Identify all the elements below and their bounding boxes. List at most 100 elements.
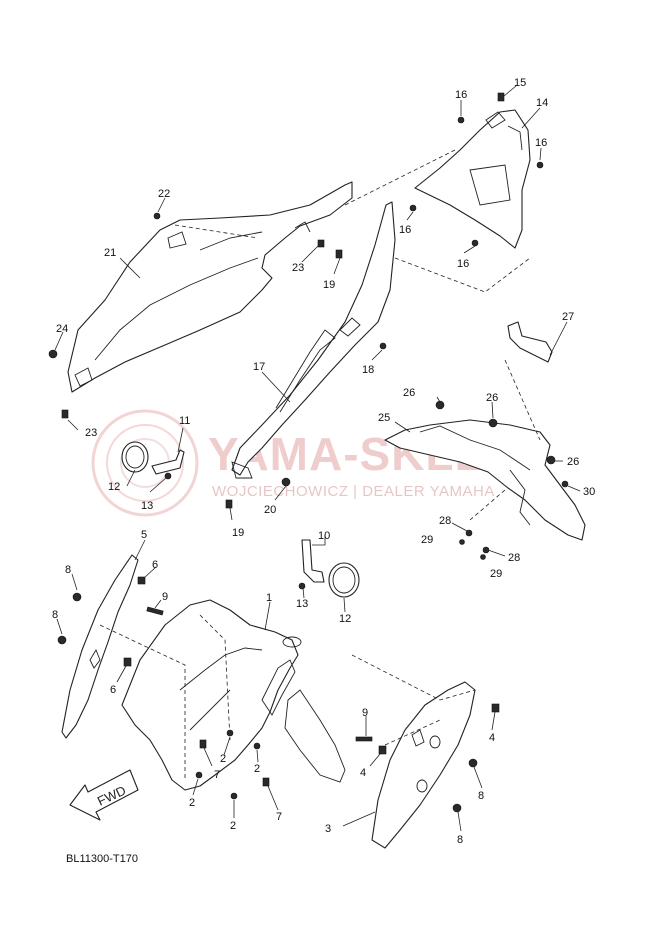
callout-27: 27: [562, 311, 574, 323]
callout-numbers: 1 2 2 2 2 3 4 4 5 6 6 7 7 8 8 8 8 9 9 10…: [52, 77, 595, 846]
part-25-rear-fender: [384, 419, 586, 541]
nut-4b: [378, 745, 387, 755]
callout-26: 26: [567, 456, 579, 468]
clip-7a: [199, 739, 207, 749]
bolt-9-right: [355, 736, 373, 742]
nut-4a: [491, 703, 500, 713]
callout-2: 2: [254, 763, 260, 775]
callout-29: 29: [421, 534, 433, 546]
bolt-16d: [471, 239, 479, 247]
bolt-8a: [72, 592, 82, 602]
washer-29b: [480, 554, 486, 560]
callout-7: 7: [276, 811, 282, 823]
bolt-8d: [452, 803, 462, 813]
callout-29: 29: [490, 568, 502, 580]
fwd-direction-arrow: FWD: [69, 769, 139, 821]
callout-11: 11: [179, 415, 190, 427]
callout-18: 18: [362, 364, 374, 376]
callout-14: 14: [536, 97, 548, 109]
bolt-13-left: [164, 472, 172, 480]
watermark-subtitle: WOJCIECHOWICZ | DEALER YAMAHA: [212, 483, 495, 500]
callout-12: 12: [108, 481, 120, 493]
callout-23: 23: [292, 262, 304, 274]
callout-16: 16: [399, 224, 411, 236]
fasteners: [48, 92, 569, 813]
part-12-reflector-left: [121, 441, 149, 473]
bolt-18: [379, 342, 387, 350]
callout-28: 28: [508, 552, 520, 564]
bolt-8c: [468, 758, 478, 768]
nut-23-top: [317, 239, 325, 248]
callout-15: 15: [514, 77, 526, 89]
callout-13: 13: [296, 598, 308, 610]
callout-16: 16: [455, 89, 467, 101]
callout-13: 13: [141, 500, 153, 512]
nut-6a: [137, 576, 146, 585]
washer-29a: [459, 539, 465, 545]
callout-8: 8: [457, 834, 463, 846]
bolt-26a: [435, 400, 445, 410]
callout-16: 16: [535, 137, 547, 149]
callout-21: 21: [104, 247, 116, 259]
bolt-16b: [536, 161, 544, 169]
part-21-side-cover: [67, 181, 353, 393]
callout-8: 8: [478, 790, 484, 802]
bolt-13-right: [298, 582, 306, 590]
bolt-8b: [57, 635, 67, 645]
callout-28: 28: [439, 515, 451, 527]
callout-12: 12: [339, 613, 351, 625]
screw-2d: [230, 792, 238, 800]
part-14-rear-bracket: [414, 109, 531, 249]
callout-19: 19: [232, 527, 244, 539]
callout-22: 22: [158, 188, 170, 200]
part-12-reflector-right: [328, 562, 360, 598]
callout-1: 1: [266, 592, 272, 604]
leader-lines: [54, 85, 581, 832]
bolt-20: [281, 477, 291, 487]
callout-20: 20: [264, 504, 276, 516]
callout-30: 30: [583, 486, 595, 498]
callout-25: 25: [378, 412, 390, 424]
screw-2b: [226, 729, 234, 737]
nut-23-left: [61, 409, 69, 419]
callout-10: 10: [318, 530, 330, 542]
callout-7: 7: [214, 769, 220, 781]
nut-19-bottom: [225, 499, 233, 509]
callout-8: 8: [52, 609, 58, 621]
nut-6b: [123, 657, 132, 667]
bolt-9-left: [146, 606, 164, 616]
nut-19-top: [335, 249, 343, 259]
clip-7b: [262, 777, 270, 787]
callout-16: 16: [457, 258, 469, 270]
callout-5: 5: [141, 529, 147, 541]
reference-code: BL11300-T170: [66, 853, 138, 865]
part-5-fork-cover: [61, 554, 139, 739]
bolt-24: [48, 349, 58, 359]
part-27-small-bracket: [507, 321, 553, 363]
screw-2a: [195, 771, 203, 779]
callout-9: 9: [162, 591, 168, 603]
callout-26: 26: [403, 387, 415, 399]
part-11-reflector-bracket: [151, 449, 185, 475]
callout-17: 17: [253, 361, 265, 373]
callout-4: 4: [360, 767, 366, 779]
part-1-front-fender: [121, 599, 346, 791]
washer-28a: [465, 529, 473, 537]
bolt-22: [153, 212, 161, 220]
callout-2: 2: [230, 820, 236, 832]
part-10-reflector-bracket: [301, 539, 325, 583]
part-17-side-panel: [231, 201, 396, 479]
assembly-lines: [99, 149, 541, 778]
callout-2: 2: [189, 797, 195, 809]
callout-8: 8: [65, 564, 71, 576]
callout-23: 23: [85, 427, 97, 439]
nut-15: [497, 92, 505, 102]
screw-2c: [253, 742, 261, 750]
bolt-30: [561, 480, 569, 488]
bolt-26b: [488, 418, 498, 428]
callout-19: 19: [323, 279, 335, 291]
callout-2: 2: [220, 753, 226, 765]
callout-9: 9: [362, 707, 368, 719]
